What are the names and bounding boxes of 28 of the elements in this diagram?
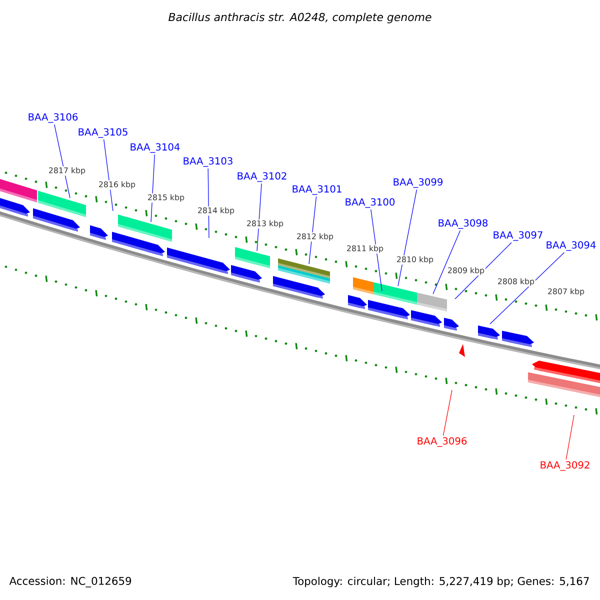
gene-label: BAA_3106 — [28, 113, 78, 123]
gene-label: BAA_3105 — [78, 128, 128, 138]
gene-label: BAA_3103 — [184, 157, 232, 167]
genome-info-label: Topology: circular; Length: 5,227,419 bp; Genes: 5,167 — [292, 576, 589, 588]
gene-label: BAA_3097 — [494, 231, 542, 241]
gene-label: BAA_3096 — [418, 437, 467, 447]
leader-line — [398, 189, 418, 286]
gene-label: BAA_3101 — [292, 185, 342, 195]
leader-line — [54, 124, 70, 198]
gene-label: BAA_3104 — [130, 143, 180, 153]
gene-label: BAA_3092 — [540, 461, 590, 471]
gene-label: BAA_3094 — [546, 241, 596, 251]
leader-line — [370, 209, 382, 292]
leader-line — [308, 196, 317, 264]
gene-label: BAA_3098 — [438, 219, 488, 229]
leader-line — [490, 252, 565, 324]
leader-line — [432, 230, 461, 294]
leader-line — [566, 414, 574, 460]
gene-label: BAA_3099 — [394, 178, 442, 188]
leader-line — [208, 168, 210, 238]
leader-line — [454, 242, 512, 300]
gene-label: BAA_3100 — [346, 198, 395, 208]
leader-line — [442, 390, 452, 436]
leader-line — [104, 139, 114, 212]
title: Bacillus anthracis str. A0248, complete genome — [168, 12, 432, 24]
accession-label: Accession: NC_012659 — [9, 576, 132, 588]
leader-line — [256, 183, 262, 252]
gene-label: BAA_3102 — [238, 172, 286, 182]
